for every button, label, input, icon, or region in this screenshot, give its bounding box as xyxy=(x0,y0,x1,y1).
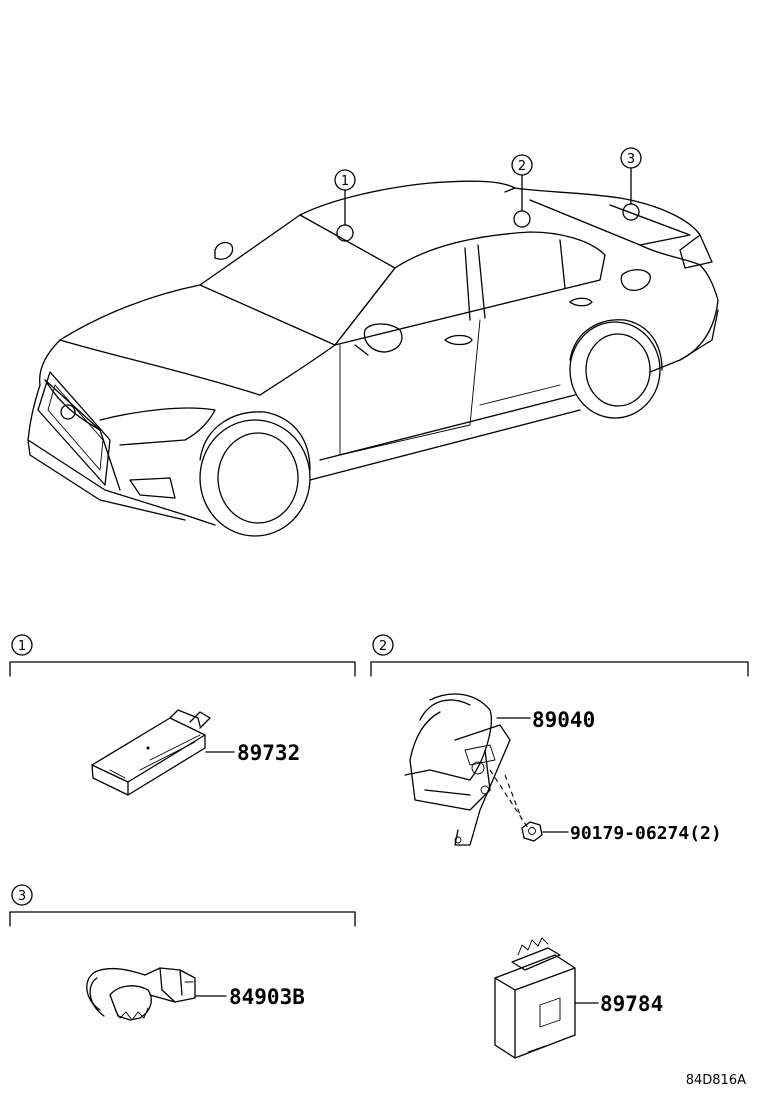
part-84903B-drawing xyxy=(86,967,196,1021)
group-callout-2: 2 xyxy=(379,639,387,654)
group-callout-1: 1 xyxy=(18,639,26,654)
group-callout-3: 3 xyxy=(18,889,26,904)
loose-part-89784: 89784 xyxy=(494,937,663,1059)
location-callout-3: 3 xyxy=(627,152,635,167)
diagram-id: 84D816A xyxy=(686,1073,746,1088)
location-callout-1: 1 xyxy=(341,174,349,189)
group-1: 1 89732 xyxy=(9,634,356,796)
vehicle-illustration xyxy=(27,180,719,537)
part-89040-drawing xyxy=(404,693,511,846)
part-number-89040: 89040 xyxy=(532,708,595,732)
part-89784-drawing xyxy=(494,937,576,1059)
location-marker-2: 2 xyxy=(511,154,533,228)
part-number-90179-06274: 90179-06274(2) xyxy=(570,823,722,844)
part-number-89784: 89784 xyxy=(600,992,663,1016)
part-number-89732: 89732 xyxy=(237,741,300,765)
group-2: 2 89040 90179-06274(2) xyxy=(370,634,749,846)
location-callout-2: 2 xyxy=(518,159,526,174)
nut-drawing xyxy=(521,821,543,842)
location-marker-1: 1 xyxy=(334,169,356,242)
group-3: 3 84903B xyxy=(9,884,356,1021)
part-number-84903B: 84903B xyxy=(229,985,305,1009)
part-89732-drawing xyxy=(91,709,211,796)
location-marker-3: 3 xyxy=(620,147,642,221)
